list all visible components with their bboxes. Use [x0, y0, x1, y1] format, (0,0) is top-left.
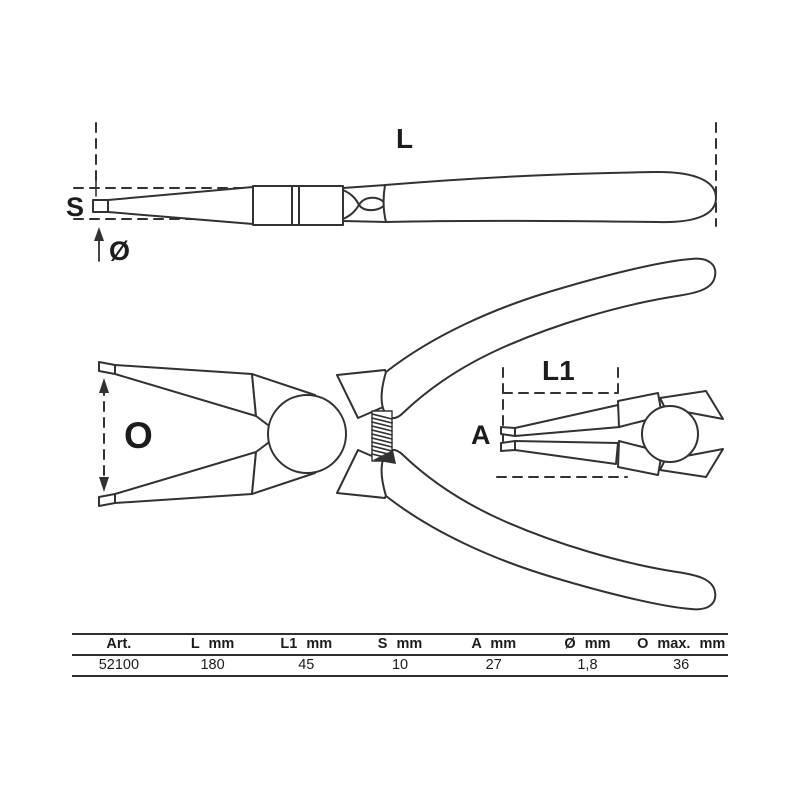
spec-value-o-max: 36 [673, 657, 690, 673]
dim-label-O: O [124, 415, 153, 456]
dim-label-L: L [396, 123, 413, 154]
spec-header-art: Art. [106, 636, 132, 652]
lower-handle [380, 449, 717, 611]
detail-lower-handle-stub [659, 448, 724, 478]
return-spring [371, 410, 396, 464]
dim-label-diameter: Ø [109, 236, 130, 266]
lower-jaw [98, 451, 257, 507]
diameter-arrow [94, 227, 104, 262]
dim-line-O [99, 378, 109, 492]
detail-pivot-circle [641, 405, 699, 463]
spec-table-header-row: Art. L mm L1 mm S mm A mm Ø mm O max. mm [72, 635, 728, 656]
spec-header-l1: L1 mm [280, 636, 333, 652]
spec-table: Art. L mm L1 mm S mm A mm Ø mm O max. mm… [72, 633, 728, 677]
upper-handle [380, 257, 717, 419]
detail-lower-jaw [500, 440, 619, 465]
spec-header-diameter: Ø mm [564, 636, 611, 652]
spec-value-l1: 45 [298, 657, 315, 673]
dim-label-S: S [66, 192, 84, 222]
spec-header-a: A mm [471, 636, 517, 652]
spec-value-a: 27 [485, 657, 502, 673]
detail-upper-jaw [500, 404, 621, 437]
spec-value-l: 180 [200, 657, 225, 673]
spec-value-s: 10 [391, 657, 409, 673]
dim-label-L1: L1 [542, 355, 575, 386]
side-view-drawing [73, 122, 717, 262]
upper-jaw [98, 361, 257, 417]
dim-label-A: A [471, 420, 491, 450]
side-view-joint-lens [358, 196, 387, 212]
dim-lines-L [95, 122, 717, 227]
spec-value-diameter: 1,8 [577, 657, 598, 673]
spec-table-value-row: 52100 180 45 10 27 1,8 36 [72, 656, 728, 675]
spec-header-s: S mm [377, 636, 423, 652]
detail-upper-handle-stub [659, 390, 724, 420]
pivot-circle [267, 394, 347, 474]
side-view-handle [382, 171, 717, 224]
jaw-detail-view [496, 367, 724, 478]
pliers-front-view [98, 257, 717, 611]
spec-header-l: L mm [190, 636, 235, 652]
spec-header-o-max: O max. mm [637, 636, 726, 652]
spec-value-art: 52100 [98, 657, 140, 673]
